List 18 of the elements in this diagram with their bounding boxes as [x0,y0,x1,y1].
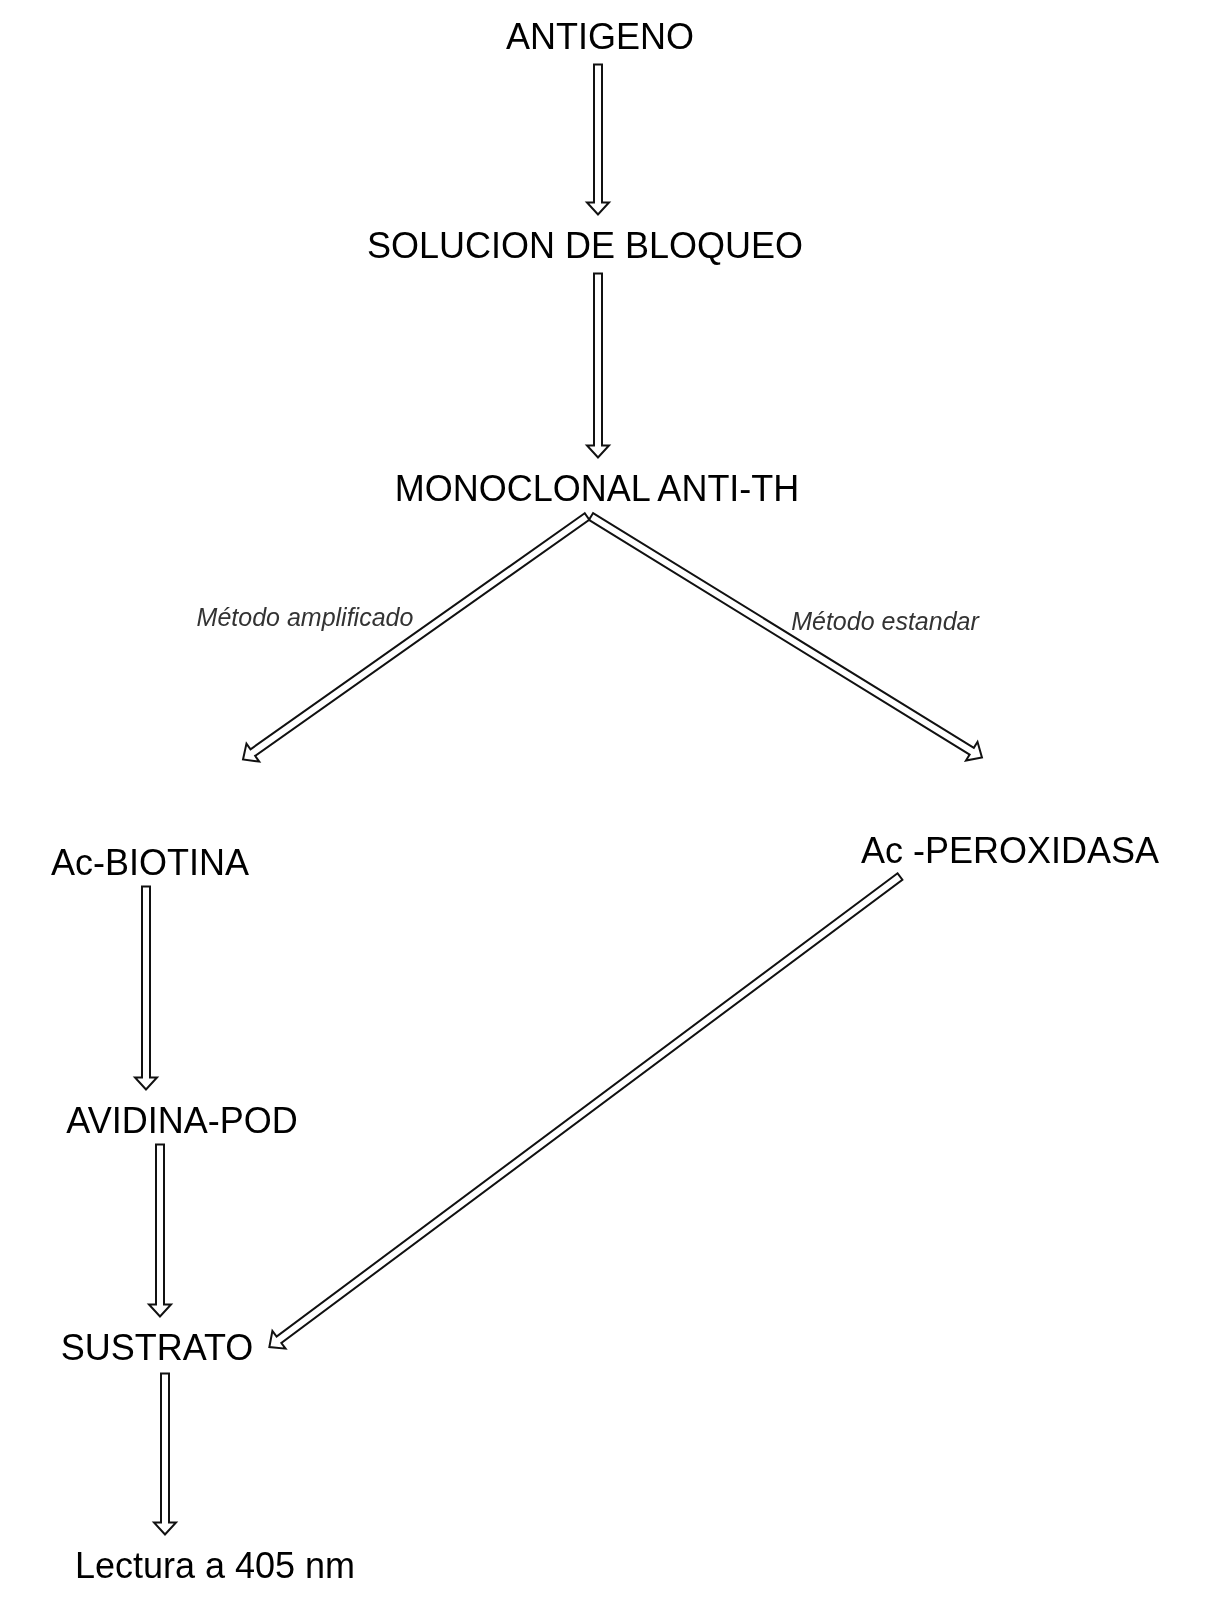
double-line-arrow [132,885,160,1091]
double-line-arrow [584,63,612,216]
step-label: Ac-BIOTINA [47,839,253,885]
step-label: SUSTRATO [56,1324,258,1370]
step-label: Lectura a 405 nm [70,1542,360,1588]
double-line-arrow [584,272,612,459]
double-line-arrow [268,871,904,1350]
double-line-arrow [146,1143,174,1318]
step-label: ANTIGENO [502,13,698,59]
double-line-arrow [241,511,591,763]
step-label: MONOCLONAL ANTI-TH [390,465,804,511]
step-label: SOLUCION DE BLOQUEO [362,222,808,268]
double-line-arrow [587,511,984,762]
edge-label: Método estandar [791,606,979,638]
step-label: Ac -PEROXIDASA [856,827,1164,873]
step-label: AVIDINA-POD [62,1097,302,1143]
double-line-arrow [151,1372,179,1536]
edge-label: Método amplificado [196,602,414,634]
